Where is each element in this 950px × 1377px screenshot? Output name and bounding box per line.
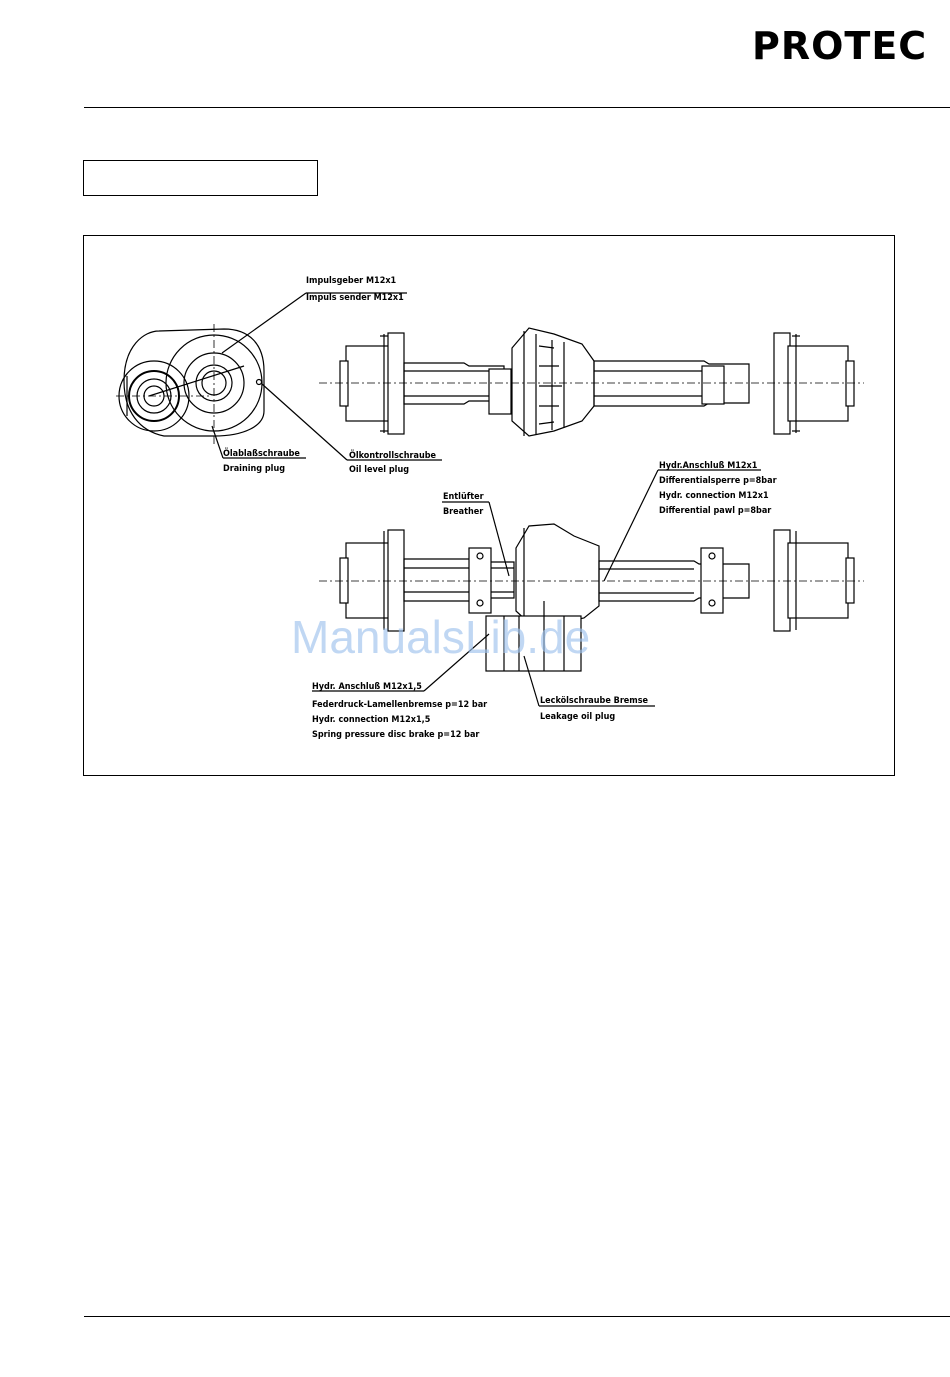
- hydr-connection-brake-label-en: Hydr. connection M12x1,5: [312, 715, 431, 725]
- draining-plug-label-de: Ölablaßschraube: [223, 448, 300, 459]
- leakage-oil-plug-label-de: Lecköl­schraube Bremse: [540, 696, 649, 706]
- leader-lines: [211, 292, 761, 707]
- breather-label-de: Entlüfter: [443, 492, 484, 502]
- axle-top-view: [319, 327, 864, 437]
- impuls-sender-label-en: Impuls sender M12x1: [306, 293, 404, 303]
- logo-text: PROTEC: [752, 24, 928, 68]
- drawing-labels: Impulsgeber M12x1 Impuls sender M12x1 Öl…: [223, 276, 777, 740]
- hydr-connection-diff-label-de: Hydr.Anschluß M12x1: [659, 461, 758, 471]
- protec-logo: PROTEC: [752, 24, 932, 68]
- header-rule: [84, 107, 950, 108]
- differential-pawl-label-en: Differential pawl p=8bar: [659, 506, 771, 516]
- disc-brake-label-de: Federdruck-Lamellenbremse p=12 bar: [312, 700, 487, 710]
- disc-brake-label-en: Spring pressure disc brake p=12 bar: [312, 730, 479, 740]
- hydr-connection-brake-label-de: Hydr. Anschluß M12x1,5: [312, 682, 422, 692]
- impuls-sender-label-de: Impulsgeber M12x1: [306, 276, 397, 286]
- oil-level-plug-label-de: Ölkontrollschraube: [349, 450, 437, 461]
- oil-level-plug-label-en: Oil level plug: [349, 465, 409, 475]
- breather-label-en: Breather: [443, 507, 483, 517]
- axle-bottom-view: [319, 523, 864, 672]
- differential-lock-label-de: Differentialsperre p=8bar: [659, 476, 777, 486]
- section-title-box: [83, 160, 318, 196]
- axle-drawing-figure: Impulsgeber M12x1 Impuls sender M12x1 Öl…: [83, 235, 895, 776]
- leakage-oil-plug-label-en: Leakage oil plug: [540, 712, 615, 722]
- draining-plug-label-en: Draining plug: [223, 464, 285, 474]
- side-view-drawing: [116, 324, 265, 446]
- footer-rule: [84, 1316, 950, 1317]
- hydr-connection-diff-label-en: Hydr. connection M12x1: [659, 491, 769, 501]
- axle-drawing: Impulsgeber M12x1 Impuls sender M12x1 Öl…: [116, 276, 864, 740]
- watermark: ManualsLib.de: [291, 611, 590, 663]
